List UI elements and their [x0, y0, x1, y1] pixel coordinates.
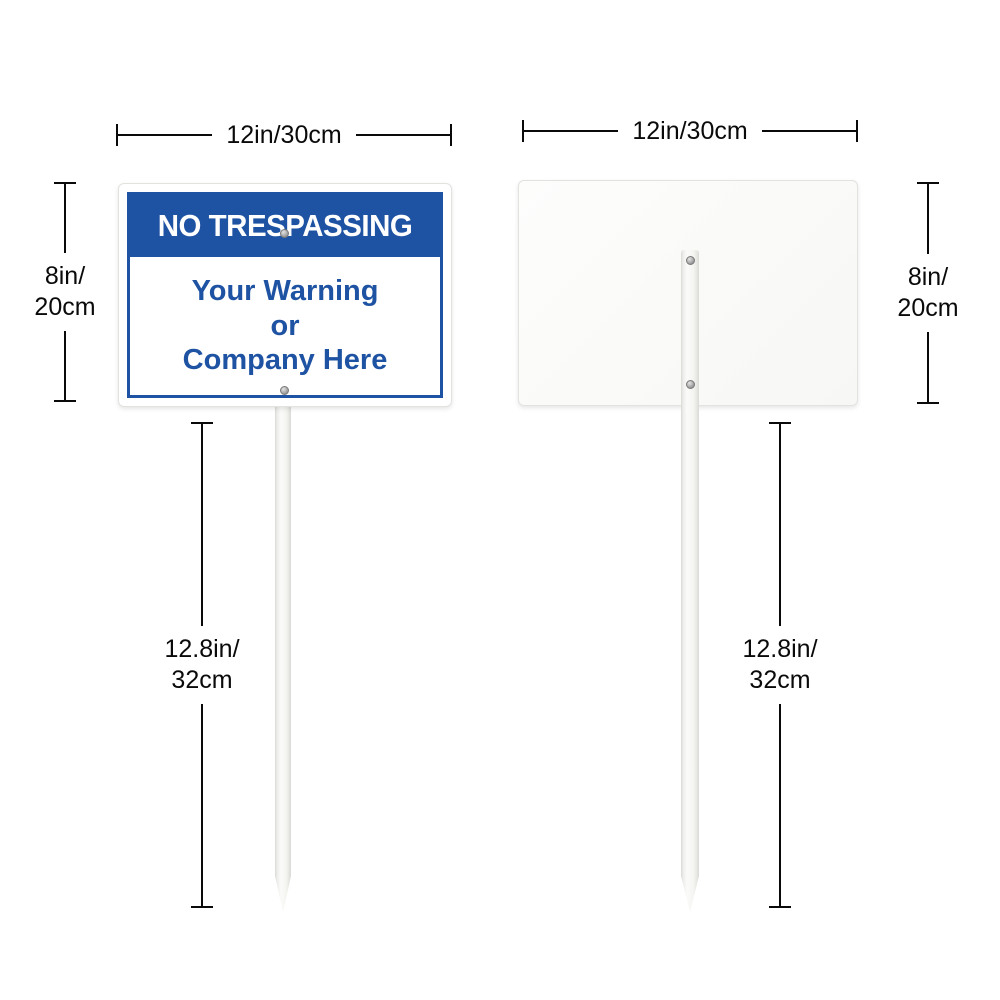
dim-tick — [54, 400, 76, 402]
stake-back — [681, 250, 699, 912]
stake-front — [275, 400, 291, 912]
dim-label: 12.8in/ 32cm — [164, 626, 239, 705]
dim-tick — [856, 120, 859, 142]
dim-tick — [450, 124, 453, 146]
dim-label-line: 20cm — [34, 293, 96, 321]
sign-body-line: Company Here — [182, 344, 388, 377]
dim-tick — [191, 422, 213, 424]
dim-tick — [191, 906, 213, 908]
screw-icon — [280, 386, 289, 395]
dim-tick — [522, 120, 524, 142]
dim-line — [927, 184, 929, 254]
sign-header-text: NO TRESPASSING — [157, 208, 413, 243]
dim-width-front: 12in/30cm — [116, 120, 453, 149]
dim-tick — [769, 422, 791, 424]
dim-tick — [116, 124, 118, 146]
dim-line — [524, 130, 619, 132]
dim-stake-back: 12.8in/ 32cm — [735, 422, 825, 908]
sign-header-band: NO TRESPASSING — [130, 195, 440, 257]
dim-line — [201, 704, 203, 906]
dim-tick — [54, 182, 76, 184]
dim-tick — [917, 402, 939, 404]
dim-label: 12in/30cm — [632, 116, 748, 145]
dim-line — [779, 424, 781, 626]
dim-line — [118, 134, 213, 136]
dim-label: 12.8in/ 32cm — [742, 626, 817, 705]
front-sign-face: NO TRESPASSING Your Warning or Company H… — [127, 192, 443, 398]
screw-icon — [280, 229, 289, 238]
sign-body-text: Your Warning or Company Here — [130, 257, 440, 395]
dim-label-line: 12.8in/ — [742, 634, 818, 663]
dim-height-front: 8in/ 20cm — [34, 182, 96, 402]
dim-label-line: 32cm — [171, 666, 233, 694]
dim-height-back: 8in/ 20cm — [897, 182, 959, 404]
dim-line — [355, 134, 451, 136]
dim-label: 8in/ 20cm — [34, 253, 95, 332]
dim-label-line: 32cm — [749, 666, 811, 694]
dim-line — [779, 704, 781, 906]
dim-line — [201, 424, 203, 626]
dim-width-back: 12in/30cm — [522, 116, 859, 145]
dim-stake-front: 12.8in/ 32cm — [157, 422, 247, 908]
dim-label: 8in/ 20cm — [897, 254, 958, 333]
sign-body-line: or — [270, 309, 300, 342]
front-sign: NO TRESPASSING Your Warning or Company H… — [118, 183, 452, 407]
dim-line — [64, 331, 66, 400]
screw-icon — [686, 256, 695, 265]
dim-tick — [769, 906, 791, 908]
dim-line — [761, 130, 857, 132]
screw-icon — [686, 380, 695, 389]
dim-label-line: 20cm — [897, 294, 959, 322]
dim-line — [64, 184, 66, 253]
dim-label: 12in/30cm — [226, 120, 342, 149]
sign-body-line: Your Warning — [191, 274, 379, 307]
dim-label-line: 12.8in/ — [164, 634, 240, 663]
dim-line — [927, 332, 929, 402]
dim-label-line: 8in/ — [907, 262, 949, 291]
dim-label-line: 8in/ — [44, 261, 86, 290]
dim-tick — [917, 182, 939, 184]
